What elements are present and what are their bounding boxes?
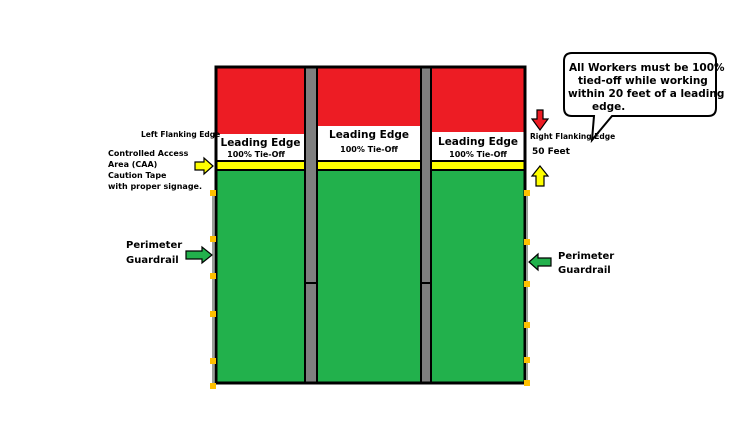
perimeter-left-line-2: Guardrail [126, 255, 179, 266]
bay-1-subtitle: 100% Tie-Off [227, 150, 285, 159]
caa-line-4: with proper signage. [108, 182, 202, 191]
callout-line-1: All Workers must be 100% [569, 62, 725, 74]
green-zone-1 [216, 171, 305, 383]
bay-1-title: Leading Edge [221, 137, 301, 149]
beam-2 [420, 66, 432, 384]
caa-line-3: Caution Tape [108, 171, 167, 180]
callout-line-4: edge. [592, 101, 625, 113]
green-zone-2 [317, 171, 421, 383]
building-outline [214, 65, 527, 385]
green-zone-3 [431, 171, 525, 383]
leading-edge-area-2 [317, 126, 421, 161]
guardrail-posts-right [524, 190, 530, 386]
callout-bubble [563, 52, 717, 144]
yellow-arrow-right-icon [194, 156, 214, 176]
leading-edge-area-3 [431, 132, 525, 161]
red-arrow-down-icon [530, 109, 550, 132]
bay-3-subtitle: 100% Tie-Off [449, 150, 507, 159]
perimeter-right-line-1: Perimeter [558, 251, 614, 262]
perimeter-left-line-1: Perimeter [126, 240, 182, 251]
red-zone-2 [317, 67, 421, 126]
right-flanking-edge-label: Right Flanking Edge [530, 132, 615, 141]
distance-label: 50 Feet [532, 147, 571, 157]
callout-line-3: within 20 feet of a leading [568, 88, 724, 100]
guardrail-posts-left [210, 190, 216, 389]
caa-line-2: Area (CAA) [108, 160, 157, 169]
left-flanking-edge-label: Left Flanking Edge [141, 130, 220, 139]
bay-2-subtitle: 100% Tie-Off [340, 145, 398, 154]
red-zone-3 [431, 67, 525, 132]
caa-line-1: Controlled Access [108, 149, 189, 158]
perimeter-right-line-2: Guardrail [558, 265, 611, 276]
green-arrow-left-icon [528, 252, 552, 272]
bay-3-title: Leading Edge [438, 136, 518, 148]
green-arrow-right-icon [185, 245, 213, 265]
beam-1 [304, 66, 318, 384]
red-zone-1 [216, 67, 305, 134]
leading-edge-area-1 [216, 134, 305, 161]
yellow-arrow-up-icon [530, 165, 550, 187]
caution-tape [216, 161, 525, 170]
bay-2-title: Leading Edge [329, 129, 409, 141]
callout-line-2: tied-off while working [578, 75, 708, 87]
